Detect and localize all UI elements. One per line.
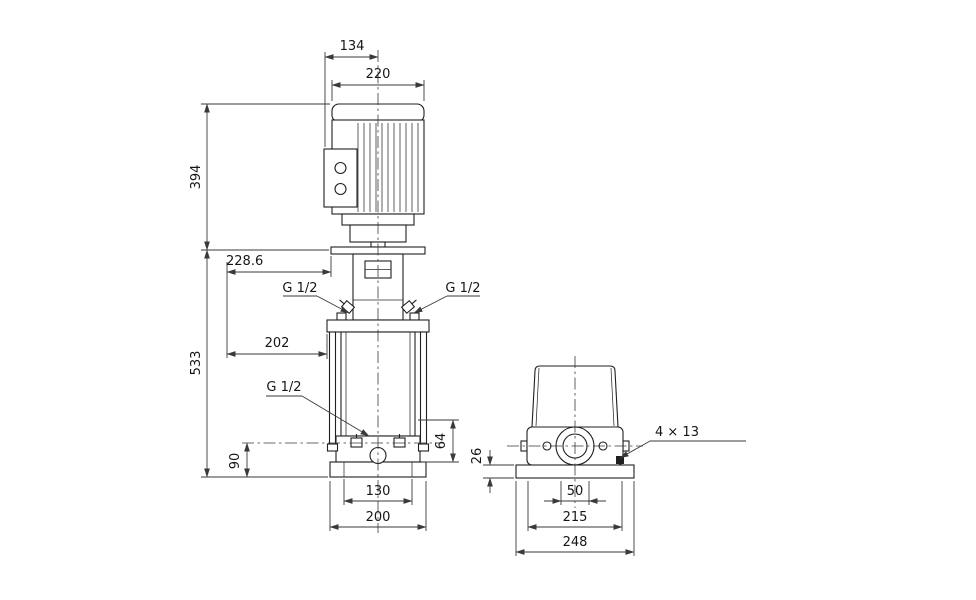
dim-top-width: 134 bbox=[324, 39, 379, 147]
baseplate-hole-marker bbox=[616, 456, 624, 464]
dim-bolt-spacing-label: 215 bbox=[563, 510, 588, 525]
port-label-left: G 1/2 bbox=[282, 281, 350, 314]
dim-base-width-label: 200 bbox=[366, 510, 391, 525]
side-port bbox=[542, 426, 608, 466]
terminal-box-body bbox=[323, 148, 358, 208]
dim-head-depth: 228.6 bbox=[226, 254, 332, 358]
dim-motor-width: 220 bbox=[331, 67, 425, 101]
dim-drain-height: 64 bbox=[418, 419, 459, 463]
dim-head-depth-label: 228.6 bbox=[226, 254, 263, 269]
flange-stud-right bbox=[409, 312, 420, 321]
dim-hole-offset-label: 50 bbox=[567, 484, 584, 499]
port-inner-circle bbox=[562, 433, 588, 459]
dim-base-width: 200 bbox=[329, 481, 427, 531]
motor-fins bbox=[357, 123, 419, 212]
dim-head-width: 202 bbox=[226, 334, 328, 359]
dim-baseplate-length-label: 248 bbox=[563, 535, 588, 550]
dim-motor-height: 394 bbox=[189, 103, 210, 251]
dim-baseplate-length: 248 bbox=[515, 481, 635, 556]
dim-bolt-spacing: 215 bbox=[527, 481, 623, 531]
baseplate-hole-callout: 4 × 13 bbox=[616, 425, 746, 464]
base-plug-right bbox=[393, 437, 406, 448]
port-left-label: G 1/2 bbox=[282, 281, 317, 296]
side-sleeve bbox=[531, 365, 619, 428]
height-extension-lines bbox=[201, 103, 330, 478]
flange-stud-left bbox=[336, 312, 347, 321]
port-bolt-left bbox=[542, 441, 552, 451]
dim-baseplate-height: 26 bbox=[470, 448, 514, 493]
side-view: 4 × 13 26 50 215 248 bbox=[470, 356, 746, 556]
front-view: 134 220 394 533 228.6 bbox=[189, 39, 481, 533]
cable-entry-top bbox=[334, 161, 347, 175]
drain-port-text: G 1/2 bbox=[266, 380, 301, 395]
tie-rods bbox=[326, 331, 430, 452]
dim-motor-height-label: 394 bbox=[189, 165, 204, 190]
dim-motor-width-label: 220 bbox=[366, 67, 391, 82]
dim-drain-height-label: 64 bbox=[434, 433, 449, 450]
dim-head-width-label: 202 bbox=[265, 336, 290, 351]
motor-terminal-box bbox=[323, 148, 358, 208]
port-right-label: G 1/2 bbox=[445, 281, 480, 296]
side-centerlines bbox=[507, 356, 643, 508]
cable-entry-bottom bbox=[334, 182, 347, 196]
dim-top-width-label: 134 bbox=[340, 39, 365, 54]
base-plug-left bbox=[350, 437, 363, 448]
front-centerlines bbox=[242, 50, 444, 533]
port-label-right: G 1/2 bbox=[413, 281, 481, 314]
drain-port-label: G 1/2 bbox=[266, 380, 370, 437]
dim-pump-height: 533 bbox=[189, 249, 210, 478]
dim-base-hole-spacing: 130 bbox=[343, 479, 413, 505]
dim-port-centerline-height-label: 90 bbox=[228, 453, 243, 470]
dim-base-hole-spacing-label: 130 bbox=[366, 484, 391, 499]
port-bolt-right bbox=[598, 441, 608, 451]
head-plug-right bbox=[400, 299, 417, 315]
base-holes-label: 4 × 13 bbox=[655, 425, 699, 440]
dim-pump-height-label: 533 bbox=[189, 351, 204, 376]
port-outer-circle bbox=[555, 426, 595, 466]
dim-hole-offset: 50 bbox=[544, 481, 606, 505]
dim-port-centerline-height: 90 bbox=[228, 442, 250, 478]
motor bbox=[323, 103, 425, 248]
dim-baseplate-height-label: 26 bbox=[470, 448, 485, 465]
